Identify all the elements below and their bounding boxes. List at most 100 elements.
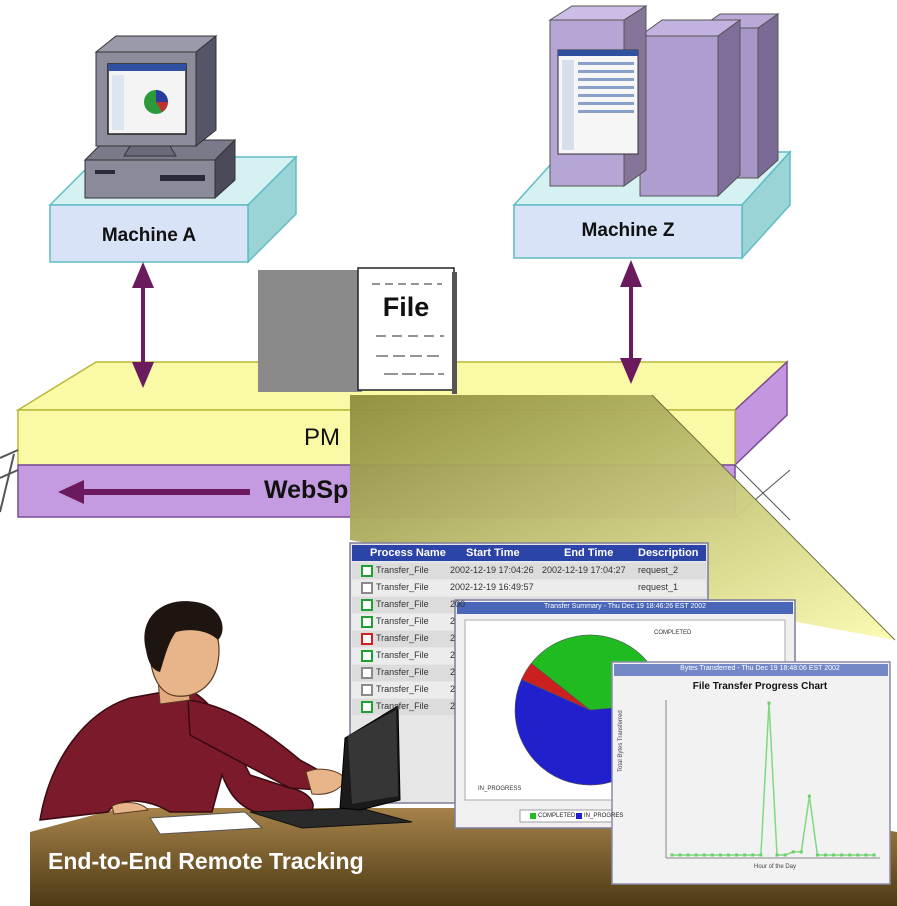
line-point — [775, 853, 779, 857]
machine-a-platform-front — [49, 204, 249, 263]
cell-description: request_1 — [638, 582, 679, 592]
cell-process-name: Transfer_File — [376, 565, 429, 575]
cell-process-name: Transfer_File — [376, 616, 429, 626]
file-transfer — [258, 267, 457, 394]
status-icon — [361, 616, 373, 628]
machine-z — [512, 5, 792, 260]
progress-line-series — [670, 701, 876, 857]
progress-title-bar — [614, 664, 888, 676]
return-arrow-head — [58, 480, 84, 504]
progress-x-axis-label: Hour of the Day — [753, 864, 797, 870]
pie-slice-failed — [521, 662, 591, 711]
table-row — [352, 563, 706, 579]
cell-process-name: Transfer_File — [376, 582, 429, 592]
status-icon — [361, 565, 373, 577]
zoom-beam — [350, 395, 895, 640]
machine-z-label: Machine Z — [581, 220, 675, 241]
cell-description: request_2 — [638, 565, 679, 575]
machine-a-link-arrow — [132, 262, 154, 388]
table-header-bar — [352, 545, 706, 561]
line-point — [840, 853, 844, 857]
cell-start-time: 2002-12-19 16:49:57 — [450, 582, 534, 592]
cell-start-time: 2 — [450, 701, 456, 711]
file-shadow-box — [258, 270, 362, 392]
line-point — [856, 853, 860, 857]
websphere-layer-label: WebSp — [264, 476, 349, 504]
line-point — [872, 853, 876, 857]
person-at-laptop — [39, 601, 347, 835]
progress-y-axis-label: Total Bytes Transferred — [618, 710, 624, 772]
desktop-computer-icon — [83, 34, 237, 200]
status-icon — [361, 667, 373, 679]
line-point — [743, 853, 747, 857]
line-point — [710, 853, 714, 857]
table-row — [352, 580, 706, 596]
pie-label-completed: COMPLETED — [654, 630, 692, 636]
line-point — [783, 853, 787, 857]
machine-z-link-arrow — [620, 260, 642, 384]
line-point — [824, 853, 828, 857]
pie-label-in-progress: IN_PROGRESS — [478, 786, 522, 792]
cell-start-time: 200 — [450, 599, 466, 609]
legend-label-in-progress: IN_PROGRES — [584, 813, 624, 819]
cell-process-name: Transfer_File — [376, 633, 429, 643]
summary-window-title: Transfer Summary - Thu Dec 19 18:46:26 E… — [543, 603, 707, 610]
line-point — [727, 853, 731, 857]
cell-start-time: 2 — [450, 616, 456, 626]
line-point — [864, 853, 868, 857]
table-header-process-name: Process Name — [370, 547, 446, 559]
line-point — [848, 853, 852, 857]
cell-start-time: 2 — [450, 633, 456, 643]
line-point — [686, 853, 690, 857]
legend-swatch-in-progress — [576, 813, 582, 819]
progress-chart-window — [611, 661, 891, 885]
table-header-description: Description — [638, 547, 699, 559]
line-point — [815, 853, 819, 857]
legend-swatch-completed — [530, 813, 536, 819]
file-label: File — [382, 292, 430, 322]
machine-z-platform-front — [513, 204, 743, 259]
line-point — [678, 853, 682, 857]
cell-process-name: Transfer_File — [376, 599, 429, 609]
cell-end-time: 2002-12-19 17:04:27 — [542, 565, 626, 575]
caption: End-to-End Remote Tracking — [48, 848, 364, 874]
status-icon — [361, 633, 373, 645]
line-point — [694, 853, 698, 857]
summary-title-bar — [457, 602, 793, 614]
status-icon — [361, 684, 373, 696]
line-point — [718, 853, 722, 857]
progress-chart-title: File Transfer Progress Chart — [692, 681, 828, 692]
line-point — [807, 794, 811, 798]
line-point — [751, 853, 755, 857]
server-tower-icon — [548, 5, 780, 198]
table-header-start-time: Start Time — [466, 547, 520, 559]
pm-layer-label: PM — [304, 424, 340, 451]
line-point — [767, 701, 771, 705]
cell-process-name: Transfer_File — [376, 650, 429, 660]
cell-start-time: 2 — [450, 667, 456, 677]
laptop-icon — [249, 705, 413, 829]
line-point — [759, 853, 763, 857]
table-header-end-time: End Time — [564, 547, 614, 559]
status-icon — [361, 701, 373, 713]
progress-window-title: Bytes Transferred - Thu Dec 19 18:48:06 … — [680, 665, 840, 672]
line-point — [735, 853, 739, 857]
cell-process-name: Transfer_File — [376, 684, 429, 694]
file-document-icon — [357, 267, 457, 394]
cell-start-time: 2 — [450, 684, 456, 694]
machine-a — [48, 34, 298, 264]
legend-label-completed: COMPLETED — [538, 813, 576, 819]
line-point — [791, 850, 795, 854]
line-point — [799, 850, 803, 854]
status-icon — [361, 599, 373, 611]
cell-process-name: Transfer_File — [376, 701, 429, 711]
cell-start-time: 2002-12-19 17:04:26 — [450, 565, 534, 575]
cell-start-time: 2 — [450, 650, 456, 660]
status-icon — [361, 650, 373, 662]
cell-process-name: Transfer_File — [376, 667, 429, 677]
line-point — [670, 853, 674, 857]
machine-a-label: Machine A — [101, 225, 197, 246]
status-icon — [361, 582, 373, 594]
line-point — [832, 853, 836, 857]
